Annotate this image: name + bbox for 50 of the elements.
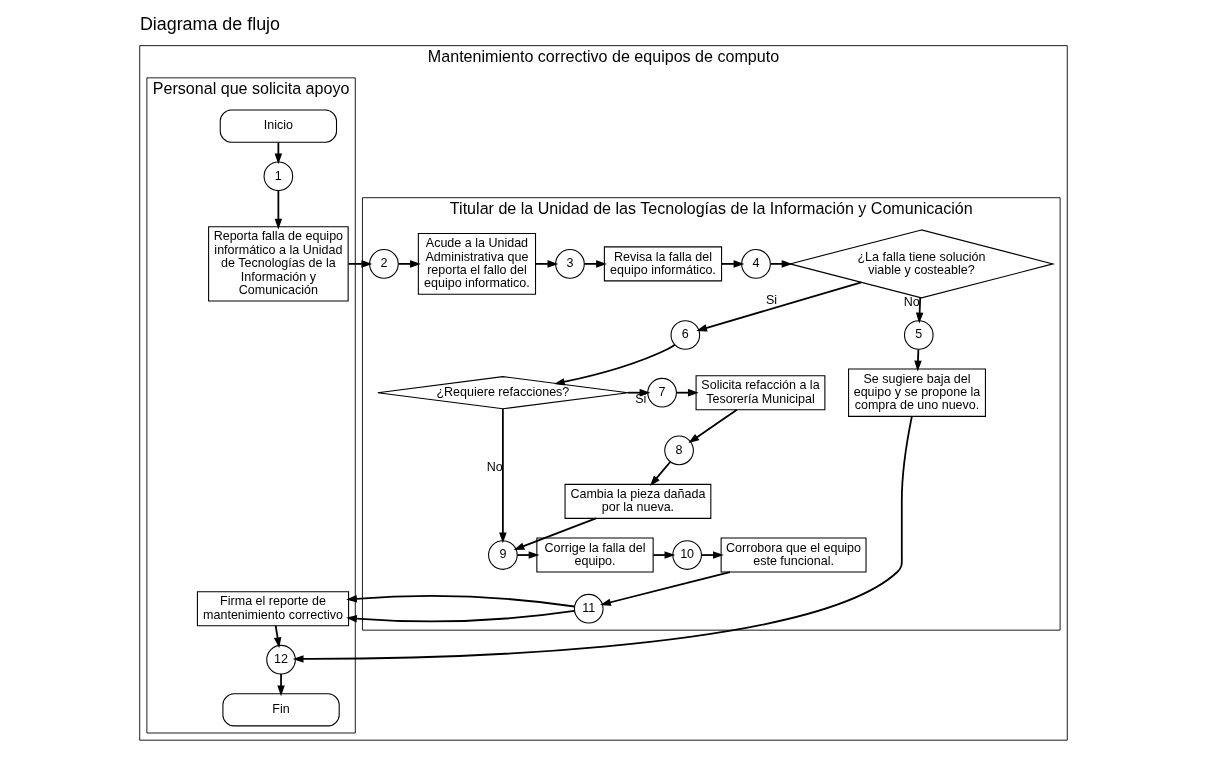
node-circle: 9 [487,540,518,570]
edge-label: Si [765,292,777,307]
node-circle: 1 [263,161,293,192]
node-box: Acude a la Unidad Administrativa que reporta el fallo del equipo informatico. [417,232,536,295]
arrow [515,551,539,559]
arrow [347,260,372,268]
node-circle: 7 [646,377,677,408]
arrow [274,141,282,165]
node-circle: 3 [554,249,585,279]
node-circle: 12 [265,644,296,675]
edge-label: No [486,460,503,475]
node-circle: 10 [671,540,702,570]
diagram-title: Diagrama de flujo [139,13,280,34]
node-circle: 5 [903,320,934,350]
arrow [913,348,922,372]
arrow [553,343,676,386]
arrow [687,408,738,444]
node-box: Revisa la falla del equipo informático. [603,246,722,282]
node-box: Se sugiere baja del equipo y se propone la compra de uno nuevo. [847,368,986,417]
node-box: Solicita refacción a la Tesorería Municipal [695,375,825,411]
arrow [695,281,862,332]
node-box: Cambia la pieza dañada por la nueva. [564,483,711,519]
arrow [700,551,724,559]
arrow [720,260,744,268]
node-circle: 2 [368,249,399,279]
arrow [345,595,575,623]
node-circle: 4 [740,249,771,279]
node-box: Corrige la falla del equipo. [535,537,654,573]
arrow [274,189,282,230]
node-box: Firma el reporte de mantenimiento correctivo [196,591,349,627]
arrow [534,260,558,268]
node-box: Reporta falla de equipo informático a la Unidad de Tecnologías de la Información y Comunicación [207,226,349,302]
node-circle: 6 [670,320,700,350]
arrow [397,260,421,268]
node-box: Inicio [219,109,337,143]
arrow [769,260,792,268]
arrow [273,624,281,649]
node-circle: 8 [663,435,694,466]
arrow [292,415,913,663]
arrow [649,461,671,487]
node-circle: 11 [573,593,604,624]
node-box: Corrobora que el equipo este funcional. [720,537,867,573]
arrow [276,673,285,697]
arrow [599,571,731,606]
arrow [675,388,699,397]
node-box: Fin [221,693,340,727]
arrow [651,551,675,559]
arrow [498,408,507,544]
arrow [583,260,607,268]
arrow [915,296,923,324]
